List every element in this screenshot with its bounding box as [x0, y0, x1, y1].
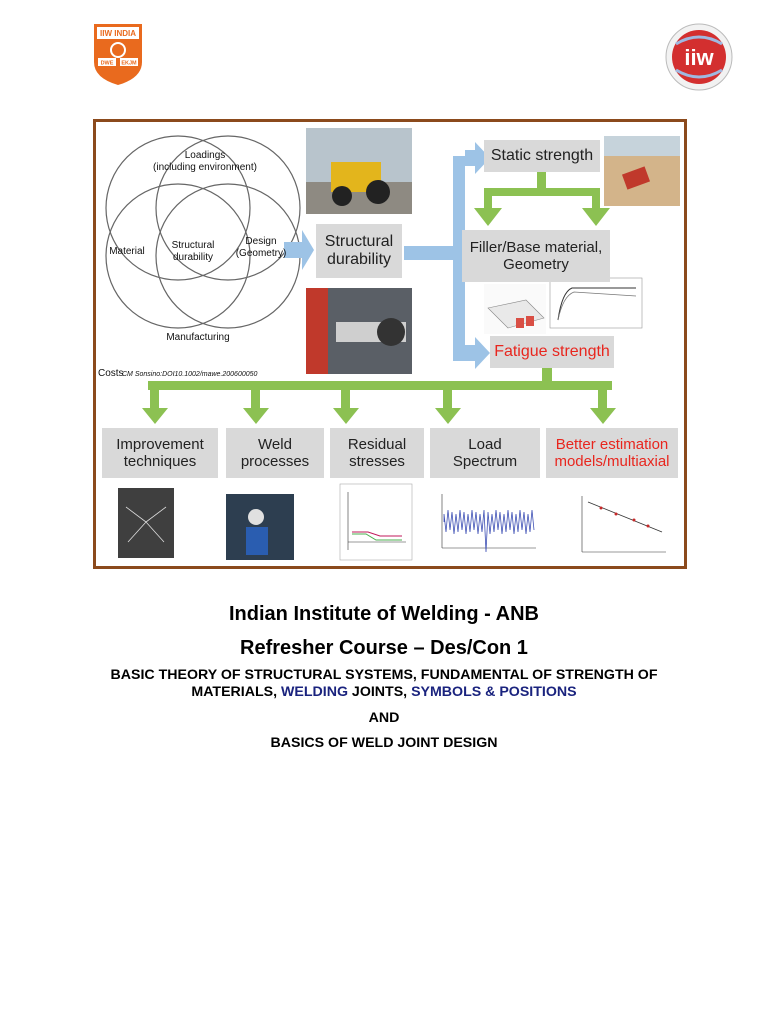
subtitle-and: AND	[368, 710, 400, 726]
green-arrows	[142, 172, 616, 424]
load-spectrum-box: Load Spectrum	[430, 428, 540, 478]
blue-arrows	[284, 142, 490, 369]
filler-base-box: Filler/Base material, Geometry	[462, 230, 610, 282]
sn-curve-plot	[566, 488, 670, 560]
citation-label: CM Sonsino:DOI10.1002/mawe.200600050	[122, 371, 258, 378]
loader-photo	[306, 128, 412, 214]
weld-processes-box: Weld processes	[226, 428, 324, 478]
course-title: Refresher Course – Des/Con 1	[240, 637, 528, 659]
venn-material: Material	[109, 246, 145, 257]
better-estimation-box: Better estimation models/multiaxial	[546, 428, 678, 478]
subtitle-last: BASICS OF WELD JOINT DESIGN	[270, 735, 498, 751]
figure-graphics	[105, 128, 680, 561]
svg-text:IIW INDIA: IIW INDIA	[100, 29, 136, 38]
residual-stress-plot	[339, 483, 413, 561]
subtitle-symbols: SYMBOLS & POSITIONS	[411, 684, 577, 700]
improvement-photo	[118, 488, 174, 558]
svg-text:iiw: iiw	[684, 45, 714, 70]
venn-center: Structural durability	[171, 240, 215, 263]
subtitle-welding: WELDING	[280, 684, 348, 700]
costs-label: Costs	[98, 368, 124, 379]
iiw-india-logo: IIW INDIA DWE EKJM	[92, 22, 144, 86]
load-spectrum-plot	[436, 488, 540, 560]
subtitle-part1: BASIC THEORY OF STRUCTURAL SYSTEMS, FUND…	[110, 667, 658, 700]
venn-loadings: Loadings (including environment)	[153, 150, 257, 173]
venn-design: Design (Geometry)	[235, 236, 287, 259]
fatigue-strength-box: Fatigue strength	[490, 336, 614, 368]
stress-strain-plot	[549, 277, 643, 329]
welder-photo	[226, 494, 294, 560]
institute-title: Indian Institute of Welding - ANB	[229, 603, 539, 625]
machine-photo	[306, 288, 412, 374]
iiw-logo: iiw	[664, 22, 734, 92]
static-strength-box: Static strength	[484, 140, 600, 172]
svg-text:EKJM: EKJM	[121, 61, 137, 67]
residual-stresses-box: Residual stresses	[330, 428, 424, 478]
structural-durability-figure: Loadings (including environment) Materia…	[93, 119, 687, 569]
subtitle-topics: BASIC THEORY OF STRUCTURAL SYSTEMS, FUND…	[84, 667, 684, 701]
specimen-sketch	[484, 284, 546, 334]
vehicle-photo	[604, 136, 680, 206]
structural-durability-box: Structural durability	[316, 224, 402, 278]
subtitle-joints: JOINTS,	[347, 684, 412, 700]
svg-text:DWE: DWE	[101, 61, 114, 67]
venn-manufacturing: Manufacturing	[166, 332, 230, 343]
improvement-box: Improvement techniques	[102, 428, 218, 478]
